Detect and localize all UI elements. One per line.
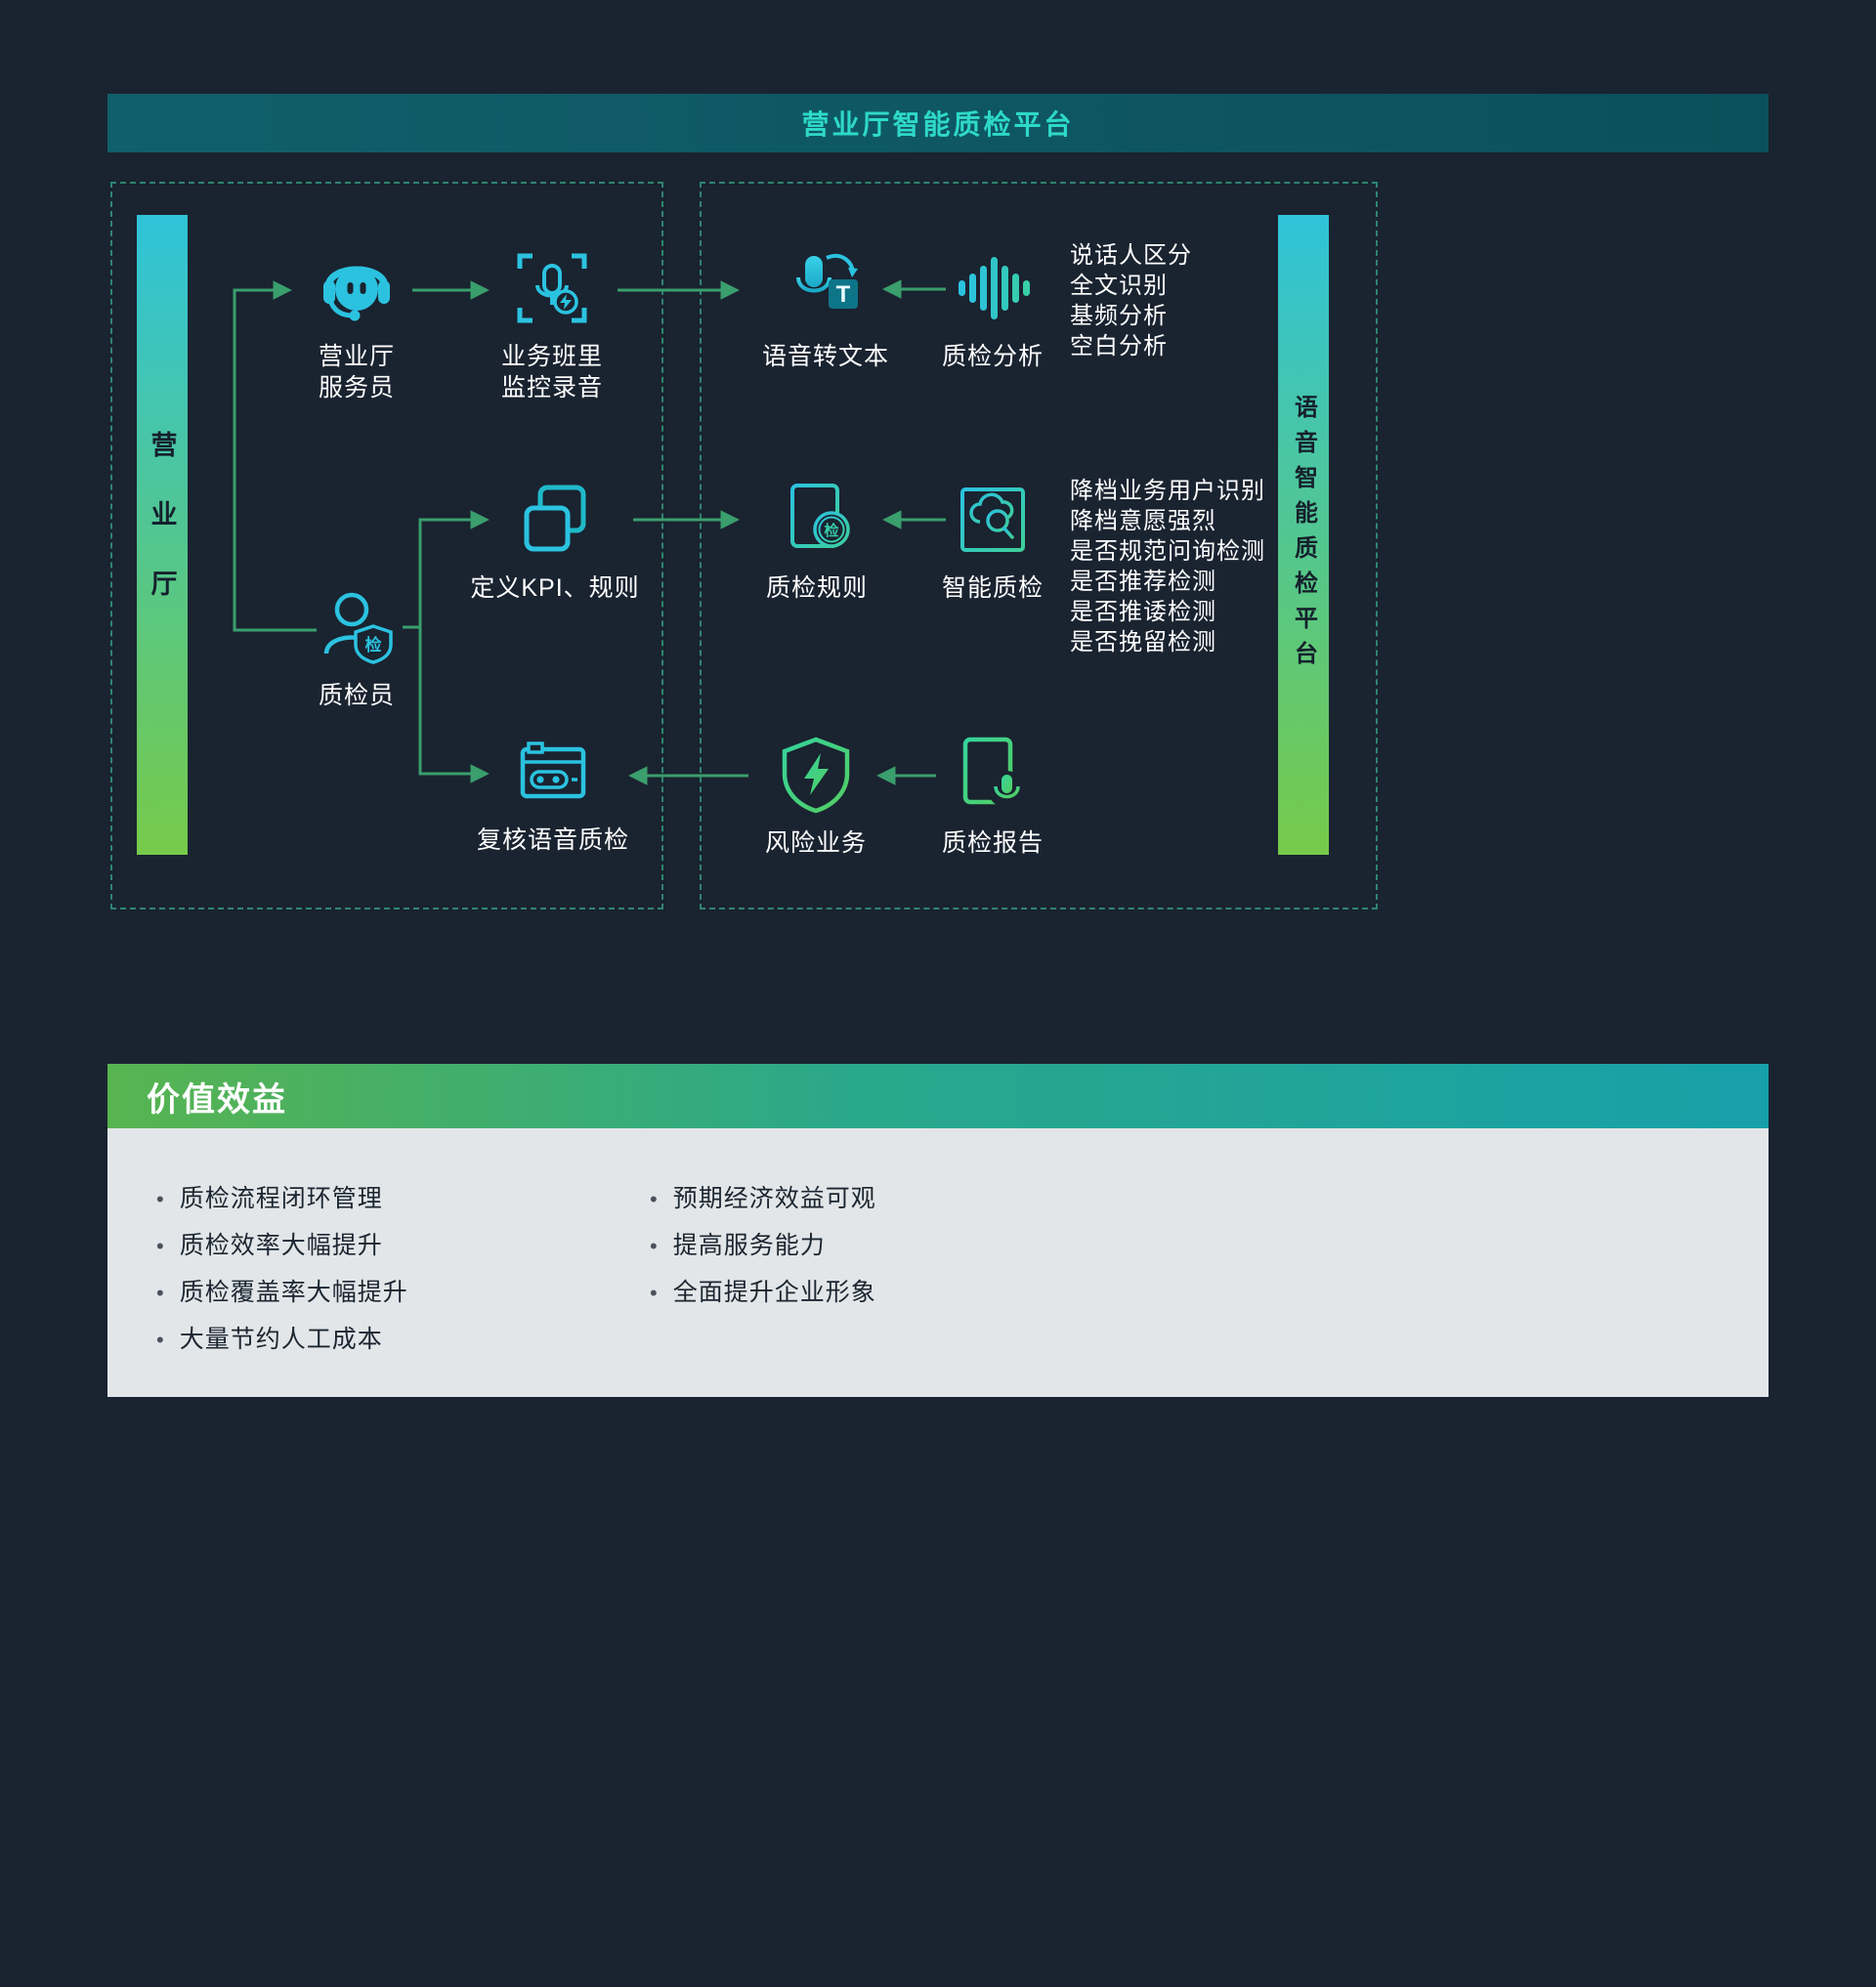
node-qc-rules: 检 质检规则 (719, 476, 915, 604)
value-item-text: 质检流程闭环管理 (179, 1185, 383, 1212)
value-item: 全面提升企业形象 (650, 1269, 876, 1316)
value-item: 大量节约人工成本 (156, 1316, 408, 1363)
value-list-left: 质检流程闭环管理 质检效率大幅提升 质检覆盖率大幅提升 大量节约人工成本 (156, 1175, 408, 1363)
voice-qc-platform-bar: 语音智能质检平台 (1278, 215, 1329, 855)
qc-rules-doc-icon: 检 (790, 484, 850, 548)
speech-to-text-icon: T (796, 253, 858, 309)
page-title: 营业厅智能质检平台 (801, 109, 1075, 140)
smart-qc-icon (960, 487, 1025, 552)
jian-badge-text: 检 (824, 522, 838, 539)
value-item: 质检流程闭环管理 (156, 1175, 408, 1222)
smart-qc-feature-item: 是否挽留检测 (1070, 629, 1216, 655)
analysis-feature-list: 说话人区分 全文识别 基频分析 空白分析 (1070, 240, 1192, 361)
value-item-text: 质检效率大幅提升 (179, 1232, 383, 1259)
voice-qc-platform-bar-label: 语音智能质检平台 (1290, 394, 1317, 676)
smart-qc-feature-item: 降档业务用户识别 (1070, 478, 1265, 504)
node-qc-rules-label: 质检规则 (765, 574, 868, 602)
smart-qc-feature-item: 是否推诿检测 (1070, 599, 1216, 625)
inspector-icon: 检 (323, 592, 393, 664)
value-item-text: 质检覆盖率大幅提升 (179, 1279, 408, 1306)
value-section-body: 质检流程闭环管理 质检效率大幅提升 质检覆盖率大幅提升 大量节约人工成本 预期经… (107, 1128, 1769, 1397)
value-section-title: 价值效益 (147, 1080, 287, 1119)
value-section-header: 价值效益 (107, 1064, 1769, 1128)
node-record: 业务班里 监控录音 (454, 244, 650, 403)
jian-badge-text: 检 (365, 635, 382, 655)
value-item-text: 提高服务能力 (672, 1232, 826, 1259)
node-smart-qc-label: 智能质检 (941, 574, 1044, 602)
voice-qc-platform-region (700, 182, 1378, 909)
node-speech-to-text-label: 语音转文本 (761, 343, 889, 370)
node-qc-analysis: 质检分析 (895, 244, 1090, 372)
node-qc-analysis-label: 质检分析 (941, 343, 1044, 370)
node-inspector: 检 质检员 (259, 583, 454, 711)
smart-qc-feature-item: 是否规范问询检测 (1070, 538, 1265, 565)
waveform-icon (959, 257, 1030, 319)
node-agent-label: 营业厅 服务员 (318, 343, 395, 402)
smart-qc-feature-list: 降档业务用户识别 降档意愿强烈 是否规范问询检测 是否推荐检测 是否推诿检测 是… (1070, 476, 1265, 657)
analysis-feature-item: 基频分析 (1070, 303, 1168, 329)
business-hall-region (110, 182, 663, 909)
value-item-text: 大量节约人工成本 (179, 1326, 383, 1353)
node-define-kpi-label: 定义KPI、规则 (470, 574, 640, 602)
node-report: 质检报告 (895, 731, 1090, 859)
node-speech-to-text: T 语音转文本 (728, 244, 923, 372)
value-item: 提高服务能力 (650, 1222, 876, 1269)
node-risk: 风险业务 (718, 731, 914, 859)
t-badge-text: T (836, 281, 851, 308)
value-list-right: 预期经济效益可观 提高服务能力 全面提升企业形象 (650, 1175, 876, 1316)
node-risk-label: 风险业务 (764, 829, 867, 857)
analysis-feature-item: 空白分析 (1070, 333, 1168, 359)
qc-report-icon (962, 737, 1025, 808)
analysis-feature-item: 说话人区分 (1070, 242, 1192, 269)
node-define-kpi: 定义KPI、规则 (438, 476, 672, 604)
value-item: 质检覆盖率大幅提升 (156, 1269, 408, 1316)
value-item: 预期经济效益可观 (650, 1175, 876, 1222)
review-voice-qc-icon (520, 741, 586, 799)
analysis-feature-item: 全文识别 (1070, 273, 1168, 299)
smart-qc-feature-item: 降档意愿强烈 (1070, 508, 1216, 534)
risk-shield-icon (782, 737, 850, 814)
value-item-text: 预期经济效益可观 (672, 1185, 876, 1212)
node-inspector-label: 质检员 (318, 682, 395, 709)
node-review-label: 复核语音质检 (476, 826, 629, 854)
node-review: 复核语音质检 (455, 728, 651, 856)
node-report-label: 质检报告 (941, 829, 1044, 857)
node-agent: 营业厅 服务员 (259, 244, 454, 403)
smart-qc-feature-item: 是否推荐检测 (1070, 569, 1216, 595)
node-record-label: 业务班里 监控录音 (500, 343, 603, 402)
business-hall-bar-label: 营业厅 (147, 431, 177, 639)
node-smart-qc: 智能质检 (895, 476, 1090, 604)
monitor-recording-icon (517, 253, 587, 323)
value-item: 质检效率大幅提升 (156, 1222, 408, 1269)
value-item-text: 全面提升企业形象 (672, 1279, 876, 1306)
title-banner: 营业厅智能质检平台 (107, 94, 1769, 152)
kpi-rules-icon (524, 485, 586, 552)
business-hall-bar: 营业厅 (137, 215, 188, 855)
agent-headset-icon (323, 266, 390, 321)
